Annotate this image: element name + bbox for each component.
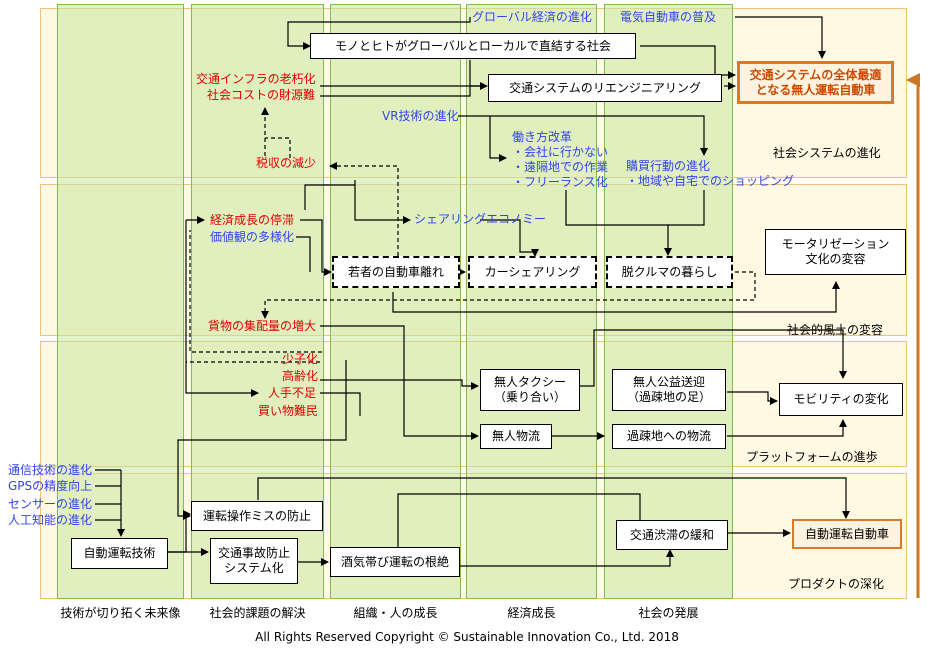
label-shopping-refugees: 買い物難民 xyxy=(258,404,319,418)
column-label-society: 社会の発展 xyxy=(638,606,699,620)
autonomous-car-box: 自動運転自動車 xyxy=(792,519,902,549)
label-social-cost: 社会コストの財源難 xyxy=(207,88,316,102)
eliminate-dui-box: 酒気帯び運転の根絶 xyxy=(330,547,460,577)
mobility-box: モビリティの変化 xyxy=(779,383,903,416)
label-aging: 高齢化 xyxy=(282,369,319,383)
young-away-box: 若者の自動車離れ xyxy=(332,256,460,288)
label-labor-shortage: 人手不足 xyxy=(268,386,317,400)
band-label-social-system: 社会システムの進化 xyxy=(773,146,881,160)
band-label-social-climate: 社会的風土の変容 xyxy=(787,323,884,337)
label-ai: 人工知能の進化 xyxy=(8,513,93,527)
autonomous-tech-box: 自動運転技術 xyxy=(71,538,168,569)
public-transport-box: 無人公益送迎 （過疎地の足） xyxy=(612,369,726,411)
column-economy xyxy=(466,4,597,599)
column-label-tech-future: 技術が切り拓く未来像 xyxy=(60,606,181,620)
congestion-box: 交通渋滞の緩和 xyxy=(616,520,728,550)
band-label-product: プロダクトの深化 xyxy=(788,577,885,591)
column-org-people xyxy=(330,4,461,599)
label-infra-aging: 交通インフラの老朽化 xyxy=(196,72,316,86)
global-local-society-box: モノとヒトがグローバルとローカルで直結する社会 xyxy=(310,33,636,59)
car-sharing-box: カーシェアリング xyxy=(468,256,597,288)
accident-system-box: 交通事故防止 システム化 xyxy=(210,538,298,584)
label-low-birthrate: 少子化 xyxy=(282,352,319,366)
label-ev-spread: 電気自動車の普及 xyxy=(620,10,717,24)
prevent-error-box: 運転操作ミスの防止 xyxy=(191,501,323,531)
motorization-box: モータリゼーション 文化の変容 xyxy=(765,229,906,275)
label-value-diversity: 価値観の多様化 xyxy=(210,230,295,244)
label-sensor: センサーの進化 xyxy=(8,497,93,511)
column-society xyxy=(604,4,733,599)
label-comm-tech: 通信技術の進化 xyxy=(8,463,93,477)
label-sharing-economy: シェアリングエコノミー xyxy=(414,212,547,226)
car-free-box: 脱クルマの暮らし xyxy=(606,256,733,288)
column-label-org-people: 組織・人の成長 xyxy=(353,606,438,620)
reengineering-box: 交通システムのリエンジニアリング xyxy=(488,74,722,102)
label-global-economy: グローバル経済の進化 xyxy=(472,10,592,24)
unmanned-taxi-box: 無人タクシー （乗り合い） xyxy=(480,369,580,411)
unmanned-logistics-box: 無人物流 xyxy=(480,424,552,449)
label-cargo-increase: 貨物の集配量の増大 xyxy=(208,319,317,333)
label-work-reform: 働き方改革 ・会社に行かない ・遠隔地での作業 ・フリーランス化 xyxy=(512,130,609,189)
label-shopping-change: 購買行動の進化 ・地域や自宅でのショッピング xyxy=(626,159,795,188)
copyright-footer: All Rights Reserved Copyright © Sustaina… xyxy=(255,630,679,644)
rural-logistics-box: 過疎地への物流 xyxy=(612,424,726,449)
label-tax-decrease: 税収の減少 xyxy=(256,156,317,170)
goal-top-box: 交通システムの全体最適 となる無人運転自動車 xyxy=(737,61,894,104)
column-label-social-issues: 社会的課題の解決 xyxy=(209,606,306,620)
column-label-economy: 経済成長 xyxy=(507,606,556,620)
label-vr-tech: VR技術の進化 xyxy=(382,109,459,123)
band-label-platform: プラットフォームの進歩 xyxy=(746,450,878,464)
label-gps: GPSの精度向上 xyxy=(8,479,93,493)
label-economic-stagnation: 経済成長の停滞 xyxy=(210,213,295,227)
